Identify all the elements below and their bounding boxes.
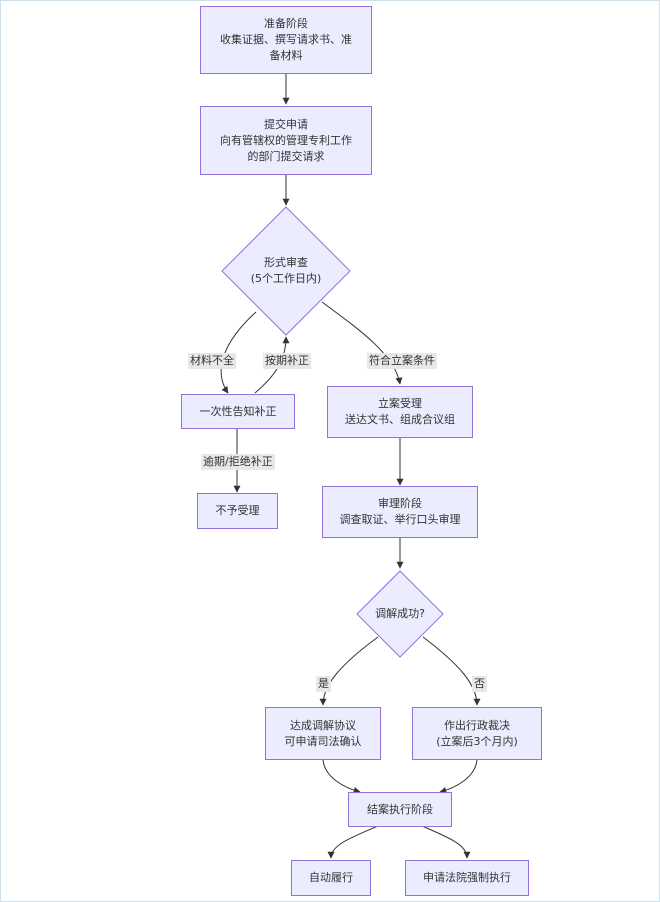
node-enforce: 申请法院强制执行 <box>405 860 529 896</box>
node-prepare-line-1: 收集证据、撰写请求书、准 <box>220 33 352 46</box>
node-trial-line-1: 调查取证、举行口头审理 <box>339 513 461 526</box>
node-reject-title: 不予受理 <box>215 504 260 517</box>
node-prepare: 准备阶段 收集证据、撰写请求书、准 备材料 <box>200 6 372 74</box>
node-closing: 结案执行阶段 <box>348 792 452 827</box>
edge-closing-self <box>327 825 379 859</box>
node-mediation: 调解成功? <box>356 570 444 658</box>
node-decision: 作出行政裁决 (立案后3个月内) <box>412 707 542 760</box>
edge-decision-closing <box>439 759 478 794</box>
node-agreement: 达成调解协议 可申请司法确认 <box>265 707 381 760</box>
node-notice: 一次性告知补正 <box>181 394 295 429</box>
node-prepare-title: 准备阶段 <box>264 17 308 30</box>
diamond-shape <box>221 206 351 336</box>
edge-agreement-closing <box>322 759 361 794</box>
edge-closing-enforce <box>421 825 471 859</box>
node-prepare-line-2: 备材料 <box>269 49 303 62</box>
node-submit-line-1: 向有管辖权的管理专利工作 <box>220 133 352 147</box>
node-agreement-line-1: 可申请司法确认 <box>284 734 362 748</box>
node-trial: 审理阶段 调查取证、举行口头审理 <box>322 486 478 538</box>
edge-label-incomplete: 材料不全 <box>188 353 236 369</box>
node-reject: 不予受理 <box>197 493 278 529</box>
edge-label-no: 否 <box>472 676 487 692</box>
diamond-shape <box>356 570 444 658</box>
node-submit-title: 提交申请 <box>264 117 308 131</box>
node-formal-review-line-1: (5个工作日内) <box>250 272 322 285</box>
node-accept: 立案受理 送达文书、组成合议组 <box>327 386 473 438</box>
node-decision-title: 作出行政裁决 <box>444 718 510 732</box>
edge-review-accept <box>321 301 403 385</box>
edge-mediation-agreement <box>319 636 379 706</box>
node-trial-title: 审理阶段 <box>378 497 422 510</box>
node-decision-line-1: (立案后3个月内) <box>436 734 518 748</box>
edge-label-yes: 是 <box>316 676 331 692</box>
node-submit: 提交申请 向有管辖权的管理专利工作 的部门提交请求 <box>200 106 372 175</box>
node-agreement-title: 达成调解协议 <box>290 718 356 732</box>
node-self-perform-title: 自动履行 <box>309 871 353 884</box>
edge-mediation-decision <box>422 636 481 706</box>
node-enforce-title: 申请法院强制执行 <box>423 871 511 884</box>
edge-label-overdue: 逾期/拒绝补正 <box>201 454 275 470</box>
node-formal-review: 形式审查 (5个工作日内) <box>221 206 351 336</box>
edge-label-on-time: 按期补正 <box>263 353 311 369</box>
node-accept-title: 立案受理 <box>378 397 422 410</box>
node-self-perform: 自动履行 <box>291 860 371 896</box>
node-accept-line-1: 送达文书、组成合议组 <box>345 413 455 426</box>
node-mediation-title: 调解成功? <box>375 607 425 620</box>
edge-label-qualified: 符合立案条件 <box>367 353 437 369</box>
node-closing-title: 结案执行阶段 <box>367 802 433 816</box>
node-notice-title: 一次性告知补正 <box>199 404 277 418</box>
node-formal-review-title: 形式审查 <box>264 256 308 269</box>
node-submit-line-2: 的部门提交请求 <box>247 149 325 163</box>
